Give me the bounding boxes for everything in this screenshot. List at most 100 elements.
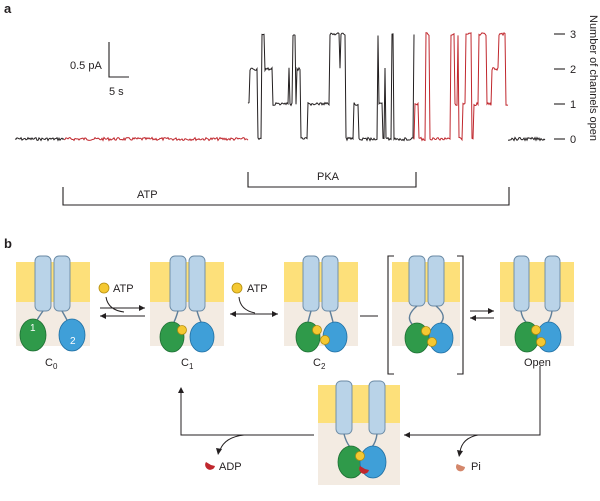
equilibrium-arrows (470, 308, 494, 321)
panel-b: b 1 2 C0 ATP (4, 236, 574, 485)
state-label-c2: C2 (313, 357, 326, 371)
atp-joining-curve-1 (105, 296, 125, 313)
tm-helix-right-c1 (188, 255, 206, 312)
channels-axis-title: Number of channels open (587, 15, 599, 141)
tm-helix-right-open (544, 255, 561, 312)
atp-joining-curve-2 (238, 296, 256, 314)
tick-label-3: 3 (570, 29, 576, 41)
tm-helix-left-c1 (169, 255, 187, 312)
pi-label: Pi (471, 461, 481, 473)
nbd1-c0 (19, 318, 47, 352)
adp-release: ADP (205, 461, 242, 473)
linker-c2-left (307, 310, 312, 323)
atp-bracket: ATP (62, 187, 510, 206)
adp-label: ADP (219, 461, 242, 473)
scale-current-label: 0.5 pA (70, 60, 102, 72)
trace-atp-pka-segment (413, 32, 509, 142)
channels-axis: 3 2 1 0 Number of channels open (554, 15, 599, 146)
panel-a: a 0.5 pA 5 s 3 2 1 0 Number of channels … (4, 1, 599, 206)
membrane-transition (392, 262, 460, 302)
arrowhead-transition (470, 315, 476, 321)
pka-bracket-line (247, 172, 417, 188)
tm-helix-right-c0 (53, 255, 71, 312)
state-transition (387, 255, 464, 375)
linker-c1-left (173, 310, 179, 323)
membrane-c1 (150, 262, 224, 302)
atp-molecule-1 (98, 282, 110, 294)
state-c2: C2 (284, 255, 358, 371)
bound-atp-c1 (177, 325, 187, 335)
tick-label-1: 1 (570, 99, 576, 111)
scale-bar: 0.5 pA 5 s (70, 42, 129, 98)
atp-bracket-line (62, 187, 510, 206)
linker-c1-right (196, 310, 202, 323)
bound-atp-transition-a (421, 326, 431, 336)
arrowhead-c1-back (230, 311, 236, 317)
pi-release-curve (459, 434, 479, 453)
state-label-c0: C0 (45, 357, 58, 371)
trace-baseline-pre (14, 136, 65, 142)
state-c0: 1 2 C0 (16, 255, 90, 371)
arrowhead-c1 (139, 305, 145, 311)
membrane-open (500, 262, 574, 302)
tm-helix-left-hydrolysis (335, 380, 353, 435)
bracket-right (457, 255, 464, 375)
pi-release: Pi (456, 461, 481, 473)
panel-b-label: b (4, 236, 12, 251)
pka-bracket: PKA (247, 171, 417, 188)
nbd2-c0 (58, 318, 86, 352)
nbd2-c1 (189, 321, 215, 353)
atp-molecule-2 (231, 282, 243, 294)
atp-label-1: ATP (113, 283, 134, 295)
state-open: Open (500, 255, 574, 369)
arrowhead-c1-return (178, 387, 184, 393)
tm-helix-right-hydrolysis (368, 380, 386, 435)
nbd2-open (536, 321, 562, 353)
state-hydrolysis (318, 380, 400, 485)
bound-atp-hydrolysis (355, 451, 365, 461)
adp-release-curve (219, 434, 245, 451)
linker-c2-right (329, 310, 334, 323)
path-open-to-hydrolysis (404, 366, 541, 436)
membrane-hydrolysis (318, 385, 400, 423)
linker-open-left (520, 310, 527, 323)
linker-open-right (547, 310, 553, 323)
bound-atp-open-b (536, 337, 546, 347)
atp-label-2: ATP (247, 283, 268, 295)
membrane-c2 (284, 262, 358, 302)
arrowhead-c2 (272, 311, 278, 317)
arrowhead-adp (216, 448, 222, 455)
panel-a-label: a (4, 1, 12, 16)
trace-atp-segment (63, 136, 249, 142)
tick-label-0: 0 (570, 134, 576, 146)
path-hydrolysis-to-c1 (180, 392, 314, 436)
arrowhead-c0 (100, 313, 106, 319)
current-trace (14, 32, 546, 142)
state-label-open: Open (524, 357, 551, 369)
nbd2-label: 2 (70, 336, 76, 347)
bound-adp-hydrolysis (359, 466, 369, 474)
tm-helix-right-c2 (321, 255, 339, 312)
tm-helix-right-transition (427, 255, 445, 307)
scale-bar-lines (108, 42, 129, 78)
tm-helix-left-transition (408, 255, 426, 307)
tm-helix-left-c2 (302, 255, 320, 312)
membrane-c0 (16, 262, 90, 302)
arrowhead-hydrolysis (404, 432, 410, 438)
bound-atp-c2-a (312, 325, 322, 335)
scale-time-label: 5 s (109, 86, 124, 98)
bound-atp-transition-b (427, 337, 437, 347)
adp-molecule (205, 462, 215, 470)
tick-label-2: 2 (570, 64, 576, 76)
trace-pka-segment (247, 32, 415, 142)
linker-transition-left (408, 305, 418, 325)
bound-atp-open-a (531, 325, 541, 335)
tm-helix-left-open (513, 255, 530, 312)
tm-helix-left-c0 (34, 255, 52, 312)
bound-atp-c2-b (320, 335, 330, 345)
return-pathways (178, 366, 541, 457)
pi-molecule (456, 464, 465, 472)
bracket-left (387, 255, 394, 375)
state-c1: C1 (150, 255, 224, 371)
